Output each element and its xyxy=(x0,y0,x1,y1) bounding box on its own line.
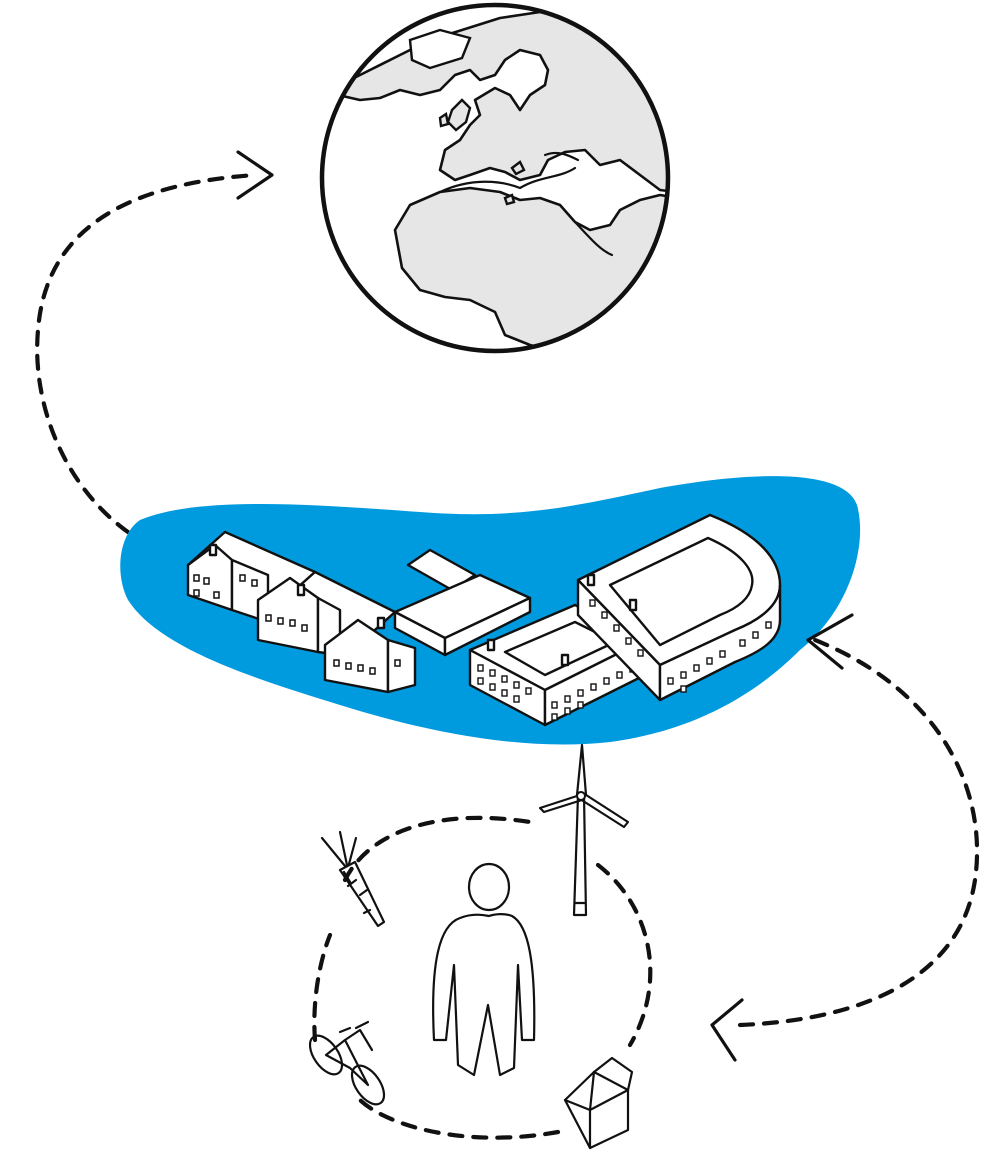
flow-arrow-to-district xyxy=(710,613,980,1062)
person-icon xyxy=(432,862,536,1077)
bicycle-icon xyxy=(308,1020,386,1106)
flat-building xyxy=(393,548,532,657)
carrot-icon xyxy=(320,830,386,928)
wind-turbine-icon xyxy=(538,743,630,917)
personal-lifestyle-circle xyxy=(312,815,653,1140)
house-icon xyxy=(563,1056,634,1150)
globe-icon xyxy=(319,2,671,354)
city-district-illustration xyxy=(120,476,861,745)
d-shaped-building xyxy=(576,513,782,702)
